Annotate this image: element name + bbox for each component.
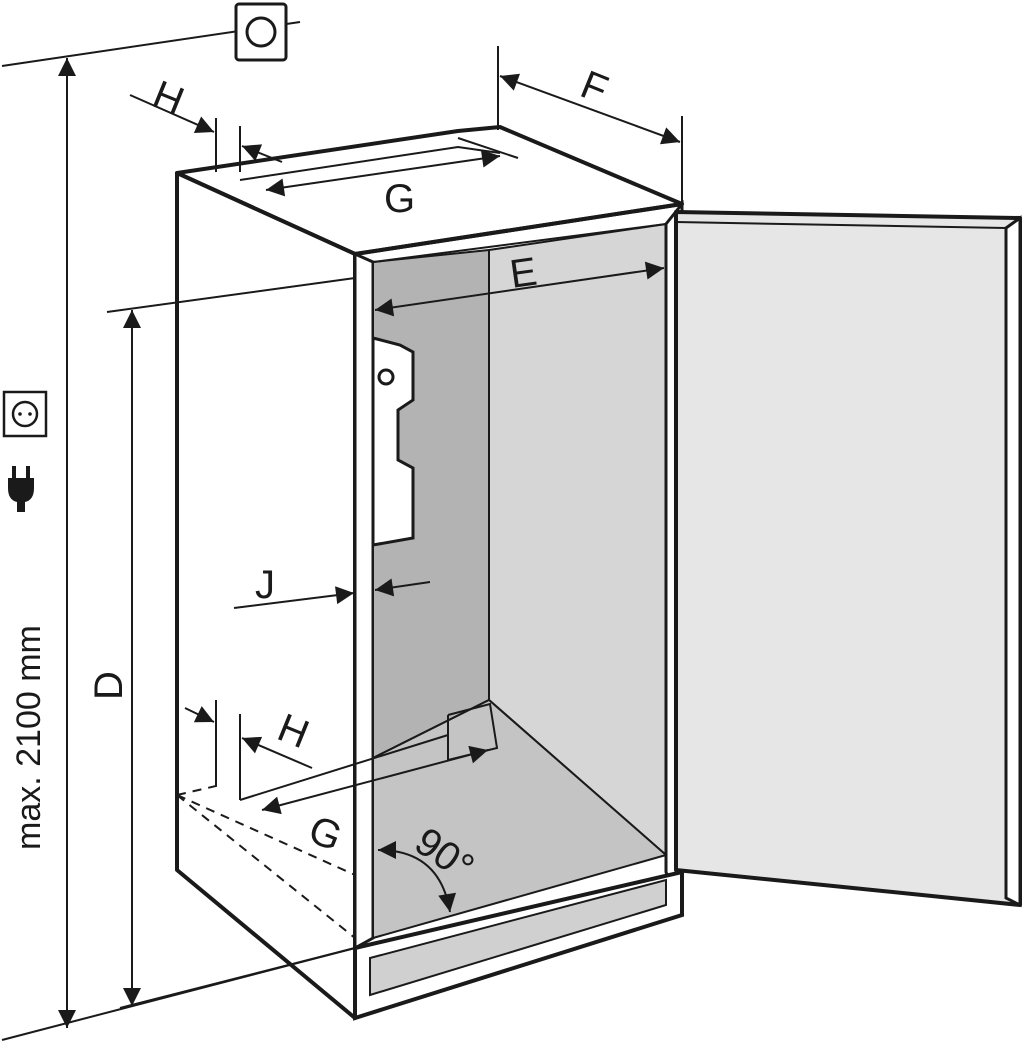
niche-body <box>175 125 684 1021</box>
label-e: E <box>507 250 540 297</box>
e-dimension-arrow <box>374 261 665 317</box>
label-f: F <box>575 63 614 113</box>
socket-icon <box>2 390 48 438</box>
d-top-extension <box>106 277 356 313</box>
f-dimension-arrow <box>499 73 681 145</box>
door-edge <box>1004 215 1022 908</box>
label-g-top: G <box>384 177 415 221</box>
label-j: J <box>255 563 275 607</box>
label-d: D <box>87 671 131 700</box>
label-h-top: H <box>147 73 190 125</box>
hinge-bracket <box>371 336 415 547</box>
g-top-dimension-arrow <box>265 149 501 197</box>
niche-front-left-post <box>353 251 375 951</box>
g-bottom-dimension-arrow <box>261 745 489 815</box>
label-max-height: max. 2100 mm <box>10 625 48 850</box>
socket-icon <box>234 2 288 62</box>
d-bottom-extension <box>119 947 356 1009</box>
power-plug-icon <box>8 466 34 512</box>
plinth-vent-grille <box>369 878 667 997</box>
door-panel <box>674 210 1022 907</box>
open-door <box>674 210 1022 908</box>
right-angle-arc <box>377 841 457 913</box>
